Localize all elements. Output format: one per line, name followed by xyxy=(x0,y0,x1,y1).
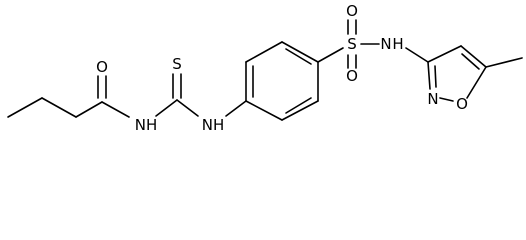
thiourea-nh-label: NH xyxy=(202,116,225,134)
thiocarbonyl-double-bond xyxy=(172,73,182,99)
sulfonyl-oxygen-top-label: O xyxy=(346,2,358,20)
sulfonamide-nitrogen-label: N xyxy=(380,35,391,53)
thiocarbonyl-sulfur-label: S xyxy=(172,55,182,73)
sulfonyl-double-bond-top xyxy=(347,19,357,35)
amide-bond xyxy=(101,101,130,118)
chemical-structure-diagram: O NH S NH S O O N H xyxy=(7,2,523,134)
amide-nh-label: NH xyxy=(135,116,158,134)
butyl-chain xyxy=(7,97,103,118)
isoxazole-nitrogen-label: N xyxy=(427,90,438,108)
carbonyl-oxygen-label: O xyxy=(96,58,108,76)
thiourea-bond-right xyxy=(176,99,199,117)
sulfonyl-sulfur-label: S xyxy=(347,35,357,53)
thiourea-bond-left xyxy=(155,99,178,117)
sulfonyl-oxygen-bottom-label: O xyxy=(346,67,358,85)
benzene-ring xyxy=(245,41,319,121)
aryl-nitrogen-bond xyxy=(225,100,247,117)
sulfonyl-double-bond-bottom xyxy=(347,54,357,69)
isoxazole-attachment-bond xyxy=(405,47,429,63)
isoxazole-oxygen-label: O xyxy=(456,95,468,113)
methyl-bond xyxy=(485,57,523,68)
sulfonamide-hydrogen-label: H xyxy=(392,35,403,53)
aryl-sulfur-bond xyxy=(317,47,344,63)
isoxazole-ring xyxy=(427,45,487,102)
carbonyl-double-bond xyxy=(97,75,107,99)
